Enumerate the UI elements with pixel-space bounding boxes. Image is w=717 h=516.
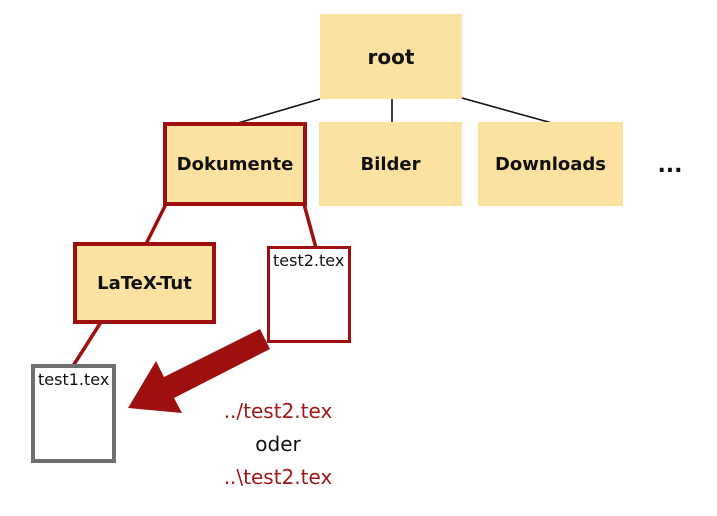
node-bilder: Bilder [319,122,462,206]
node-test1-tex: test1.tex [31,364,116,463]
node-downloads: Downloads [478,122,623,206]
relative-path-windows: ..\test2.tex [223,465,333,489]
relative-path-unix: ../test2.tex [223,399,333,423]
relative-path-annotation: ../test2.tex oder ..\test2.tex [170,395,386,494]
more-folders-ellipsis: ... [657,153,683,178]
node-root: root [320,14,462,99]
node-dokumente: Dokumente [163,122,307,206]
edge-root-dokumente [237,98,321,124]
reference-arrow-icon [128,329,270,413]
edge-latextut-test1 [71,321,103,367]
annotation-oder: oder [255,432,301,456]
edge-root-downloads [461,97,553,124]
node-test2-tex: test2.tex [267,246,351,343]
edge-dokumente-test2 [302,203,318,249]
edge-dokumente-latextut [144,203,168,245]
node-latex-tut: LaTeX-Tut [73,242,216,324]
